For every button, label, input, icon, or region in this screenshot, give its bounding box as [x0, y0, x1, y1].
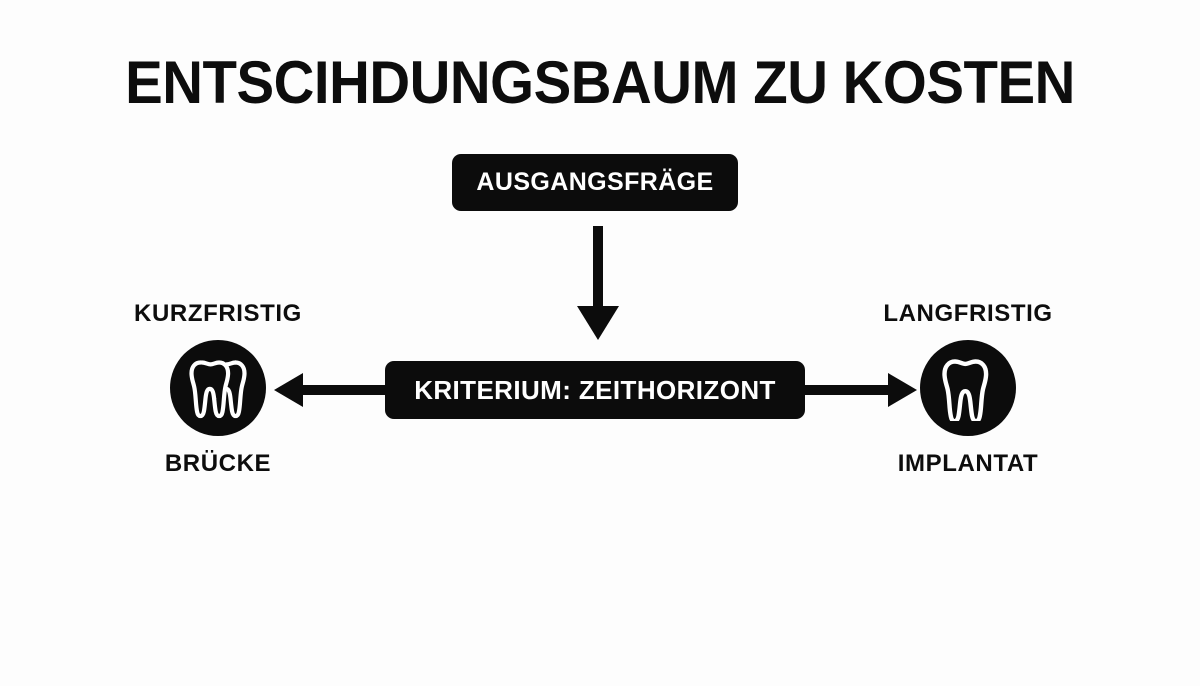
- molar-tooth-bridge-icon: [170, 340, 266, 436]
- branch-right-bottom-label: IMPLANTAT: [897, 450, 1039, 477]
- criterion-node: KRITERIUM: ZEITHORIZONT: [385, 361, 805, 419]
- arrow-right-icon: [803, 385, 890, 395]
- criterion-label: KRITERIUM: ZEITHORIZONT: [414, 374, 776, 405]
- single-tooth-implant-icon: [920, 340, 1016, 436]
- single-tooth-implant-glyph: [942, 359, 989, 421]
- arrow-right-head-icon: [888, 373, 917, 407]
- branch-right-top-label: LANGFRISTIG: [883, 300, 1053, 327]
- branch-left: KURZFRISTIG BRÜCKE: [103, 300, 333, 478]
- branch-left-top-label: KURZFRISTIG: [134, 300, 302, 327]
- root-question-label: AUSGANGSFRÄGE: [476, 168, 714, 196]
- root-question-node: AUSGANGSFRÄGE: [452, 154, 738, 211]
- arrow-down-head-icon: [577, 306, 619, 340]
- branch-left-bottom-label: BRÜCKE: [164, 450, 272, 477]
- arrow-left-icon: [300, 385, 387, 395]
- arrow-left-head-icon: [274, 373, 303, 407]
- arrow-down-icon: [593, 226, 603, 312]
- branch-right: LANGFRISTIG IMPLANTAT: [853, 300, 1083, 478]
- page-title: ENTSCIHDUNGSBAUM ZU KOSTEN: [125, 49, 1075, 116]
- molar-tooth-bridge-glyph: [189, 360, 247, 419]
